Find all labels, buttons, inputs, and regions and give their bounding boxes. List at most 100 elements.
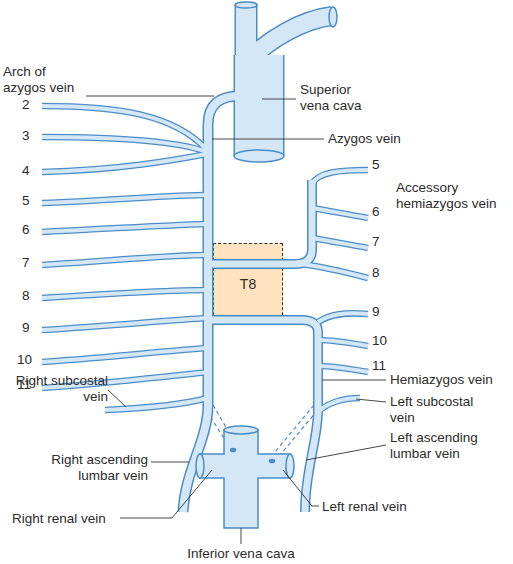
intercostal-vein — [312, 208, 368, 218]
callout-number: 10 — [372, 333, 387, 349]
callout-number: 9 — [22, 320, 30, 336]
callout-number: 5 — [372, 157, 380, 173]
part-label: Left renal vein — [322, 499, 407, 515]
intercostal-lumen — [42, 255, 208, 265]
intercostal-lumen — [42, 195, 208, 203]
part-label: Inferior vena cava — [171, 546, 311, 562]
callout-number: 5 — [22, 193, 30, 209]
vein-opening — [235, 2, 257, 8]
accessory-hemiazygos-lumen — [208, 180, 312, 264]
intercostal-vein — [300, 264, 368, 278]
accessory-hemiazygos-vein — [208, 180, 312, 264]
part-label: Left ascending lumbar vein — [390, 430, 500, 462]
leader-line — [151, 462, 189, 463]
dashed-line — [203, 405, 230, 448]
subcostal-vein — [105, 398, 208, 410]
leader-line — [86, 96, 214, 97]
callout-number: 7 — [372, 234, 380, 250]
intercostal-lumen — [312, 208, 368, 218]
callout-number: 7 — [22, 255, 30, 271]
leader-line — [262, 99, 296, 100]
leader-line — [241, 528, 242, 544]
callout-number: 3 — [22, 128, 30, 144]
intercostal-vein — [42, 255, 208, 265]
intercostal-lumen — [42, 154, 207, 172]
part-label: Superior vena cava — [300, 82, 380, 114]
brachiocephalic-lumen — [250, 16, 332, 58]
intercostal-lumen — [42, 224, 208, 232]
intercostal-vein — [42, 137, 207, 152]
leader-line — [306, 445, 386, 460]
part-label: Right ascending lumbar vein — [18, 452, 148, 484]
svc-lumen — [235, 55, 283, 156]
intercostal-vein — [318, 313, 368, 322]
intercostal-vein — [42, 290, 208, 298]
part-label: Right renal vein — [12, 511, 106, 527]
intercostal-vein — [42, 348, 208, 362]
vein-lumens — [42, 4, 368, 512]
intercostal-vein — [42, 224, 208, 232]
intercostal-vein — [312, 238, 368, 248]
intercostal-lumen — [312, 170, 368, 184]
callout-number: 9 — [372, 304, 380, 320]
intercostal-lumen — [312, 238, 368, 248]
hemiazygos-vein — [208, 320, 318, 512]
intercostal-lumen — [42, 290, 208, 298]
intercostal-lumen — [318, 340, 368, 346]
part-label: Accessory hemiazygos vein — [396, 180, 508, 212]
ivc-opening — [224, 426, 258, 434]
intercostal-vein — [42, 318, 208, 330]
intercostal-vein — [42, 195, 208, 203]
vein-opening — [329, 7, 337, 27]
intercostal-vein — [318, 340, 368, 346]
intercostal-lumen — [42, 348, 208, 362]
brachiocephalic-vein — [250, 16, 332, 58]
inferior-vena-cava-shape — [196, 426, 294, 528]
intercostal-vein — [42, 154, 207, 172]
leader-line — [356, 399, 386, 402]
callout-number: 11 — [372, 358, 386, 374]
subcostal-vein — [318, 398, 360, 412]
dashed-line — [275, 405, 322, 461]
renal-opening — [286, 454, 294, 478]
part-label: Arch of azygos vein — [3, 64, 88, 96]
intercostal-lumen — [42, 106, 207, 150]
hemiazygos-lumen — [208, 320, 318, 512]
vertebra-level-box: T8 — [213, 243, 283, 325]
part-label: Left subcostal vein — [390, 394, 490, 426]
leader-line — [322, 380, 386, 381]
callout-number: 2 — [22, 97, 30, 113]
subcostal-lumen — [105, 398, 208, 410]
callout-number: 6 — [22, 222, 30, 238]
callout-number: 4 — [22, 163, 30, 179]
ivc-body — [200, 430, 290, 528]
intercostal-lumen — [318, 366, 368, 372]
intercostal-lumen — [300, 264, 368, 278]
callout-number: 10 — [17, 352, 32, 368]
callout-number: 6 — [372, 204, 380, 220]
subcostal-lumen — [318, 398, 360, 412]
renal-opening — [196, 454, 204, 478]
intercostal-lumen — [42, 137, 207, 152]
ostium-mark — [231, 448, 236, 451]
callout-number: 8 — [22, 288, 30, 304]
leader-line — [108, 390, 126, 407]
callout-number: 8 — [372, 265, 380, 281]
intercostal-vein — [318, 366, 368, 372]
intercostal-lumen — [318, 313, 368, 322]
svc-opening — [234, 150, 284, 162]
leader-line — [212, 139, 324, 140]
dashed-connections — [203, 405, 322, 461]
part-label: Hemiazygos vein — [390, 372, 493, 388]
dashed-line — [270, 405, 314, 458]
azygos-lumen — [183, 96, 240, 512]
level-label: T8 — [240, 276, 256, 292]
leader-line — [283, 470, 319, 506]
part-label: Azygos vein — [328, 131, 401, 147]
brachiocephalic-lumen — [236, 4, 256, 62]
vein-walls — [42, 4, 368, 512]
part-label: Right subcostal vein — [0, 373, 108, 405]
